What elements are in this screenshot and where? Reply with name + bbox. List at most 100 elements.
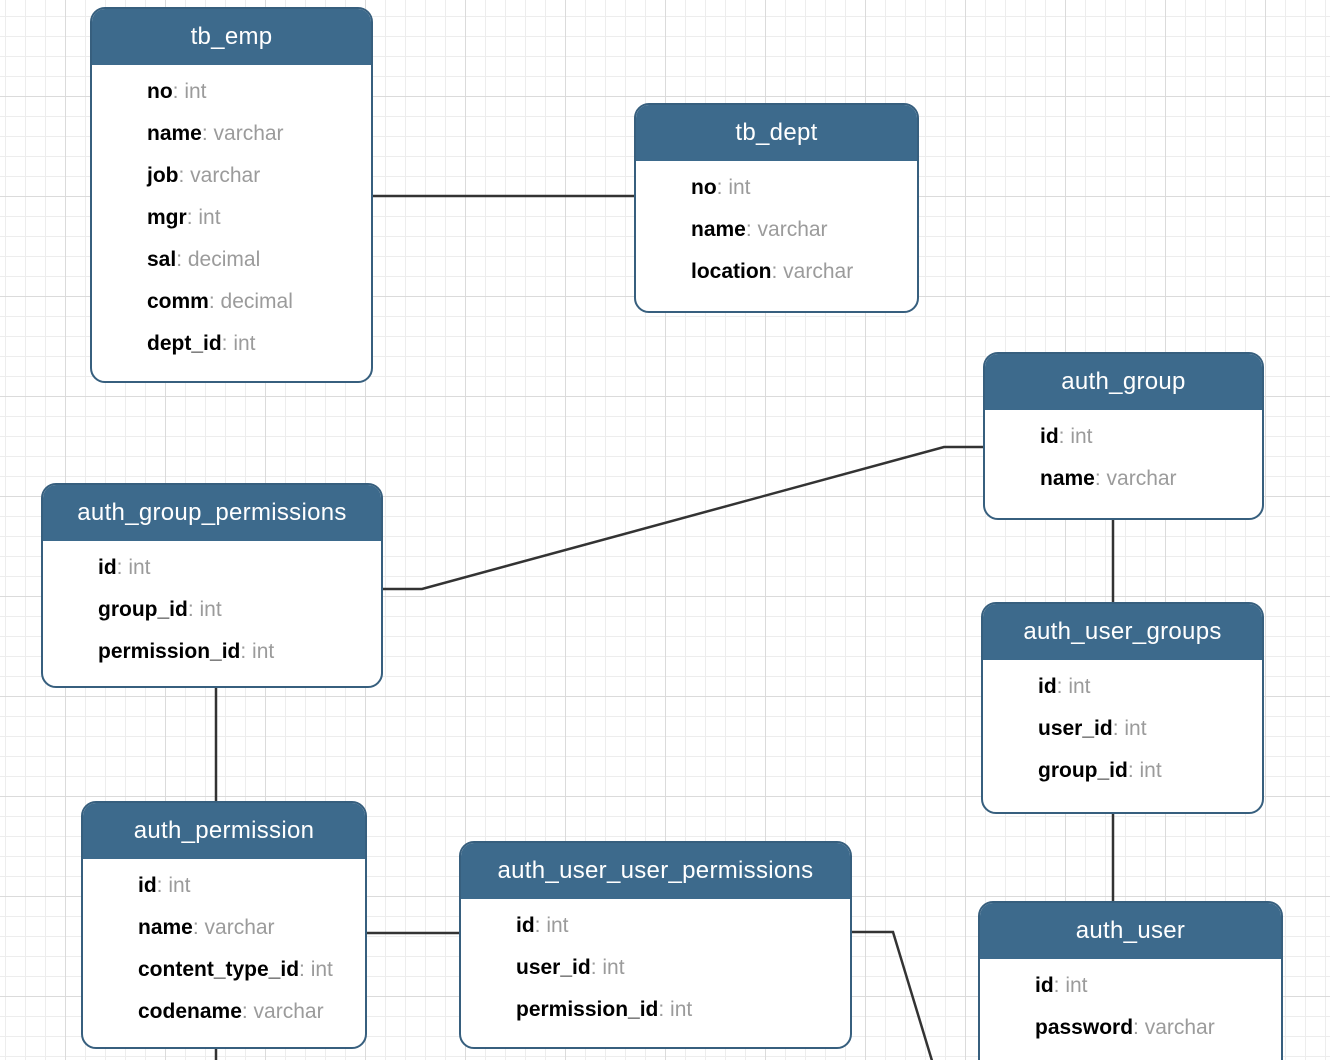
- field-type: : int: [240, 640, 275, 663]
- field-name: id: [98, 556, 117, 579]
- field-row-id: id: int: [138, 865, 357, 907]
- field-type: : decimal: [176, 248, 261, 271]
- field-name: id: [516, 914, 535, 937]
- connector-auth_user_user_permissions-to-offscreen-bottom: [852, 930, 934, 1060]
- field-name: id: [1035, 974, 1054, 997]
- field-type: : int: [187, 598, 222, 621]
- field-row-no: no: int: [147, 71, 363, 113]
- field-name: name: [691, 218, 746, 241]
- field-row-codename: codename: varchar: [138, 991, 357, 1033]
- field-name: password: [1035, 1016, 1134, 1039]
- field-type: : int: [156, 874, 191, 897]
- field-name: name: [138, 916, 193, 939]
- field-row-id: id: int: [516, 905, 842, 947]
- field-row-dept_id: dept_id: int: [147, 323, 363, 365]
- field-row-id: id: int: [1040, 416, 1254, 458]
- field-type: : varchar: [1133, 1016, 1215, 1039]
- field-name: location: [691, 260, 772, 283]
- field-type: : varchar: [192, 916, 275, 939]
- field-row-job: job: varchar: [147, 155, 363, 197]
- field-type: : int: [1112, 717, 1147, 740]
- field-name: codename: [138, 1000, 242, 1023]
- field-name: dept_id: [147, 332, 222, 355]
- table-title-auth_group: auth_group: [985, 354, 1262, 410]
- field-type: : int: [1058, 425, 1093, 448]
- field-type: : varchar: [201, 122, 284, 145]
- field-name: sal: [147, 248, 177, 271]
- field-name: permission_id: [516, 998, 659, 1021]
- field-row-password: password: varchar: [1035, 1007, 1273, 1049]
- field-row-content_type_id: content_type_id: int: [138, 949, 357, 991]
- field-type: : int: [658, 998, 693, 1021]
- field-name: group_id: [98, 598, 188, 621]
- field-type: : int: [221, 332, 256, 355]
- field-name: job: [147, 164, 179, 187]
- field-row-user_id: user_id: int: [516, 947, 842, 989]
- field-name: user_id: [1038, 717, 1113, 740]
- field-row-group_id: group_id: int: [1038, 750, 1254, 792]
- field-type: : int: [299, 958, 333, 981]
- field-name: id: [1040, 425, 1059, 448]
- field-row-id: id: int: [98, 547, 373, 589]
- field-type: : decimal: [208, 290, 293, 313]
- field-type: : varchar: [1094, 467, 1177, 490]
- table-title-auth_user: auth_user: [980, 903, 1281, 959]
- field-type: : int: [116, 556, 151, 579]
- field-row-name: name: varchar: [691, 209, 909, 251]
- table-title-auth_user_groups: auth_user_groups: [983, 604, 1262, 660]
- field-row-last_login: last_login: datetime: [1035, 1049, 1273, 1060]
- table-title-auth_user_user_permissions: auth_user_user_permissions: [461, 843, 850, 899]
- field-type: : varchar: [178, 164, 261, 187]
- field-row-sal: sal: decimal: [147, 239, 363, 281]
- field-type: : int: [590, 956, 625, 979]
- connector-auth_group_permissions-to-auth_group: [383, 445, 983, 591]
- field-row-location: location: varchar: [691, 251, 909, 293]
- field-row-name: name: varchar: [147, 113, 363, 155]
- field-row-permission_id: permission_id: int: [98, 631, 373, 673]
- field-name: no: [147, 80, 173, 103]
- field-row-permission_id: permission_id: int: [516, 989, 842, 1031]
- field-row-mgr: mgr: int: [147, 197, 363, 239]
- table-title-tb_emp: tb_emp: [92, 9, 371, 65]
- field-row-name: name: varchar: [138, 907, 357, 949]
- field-name: mgr: [147, 206, 187, 229]
- field-type: : int: [716, 176, 751, 199]
- field-row-comm: comm: decimal: [147, 281, 363, 323]
- field-type: : int: [534, 914, 569, 937]
- field-row-name: name: varchar: [1040, 458, 1254, 500]
- field-name: content_type_id: [138, 958, 300, 981]
- field-type: : datetime: [1133, 1058, 1225, 1060]
- field-row-user_id: user_id: int: [1038, 708, 1254, 750]
- field-name: id: [138, 874, 157, 897]
- field-name: permission_id: [98, 640, 241, 663]
- field-row-group_id: group_id: int: [98, 589, 373, 631]
- field-type: : int: [172, 80, 207, 103]
- field-name: name: [1040, 467, 1095, 490]
- field-type: : int: [1053, 974, 1088, 997]
- field-row-id: id: int: [1038, 666, 1254, 708]
- field-type: : varchar: [241, 1000, 324, 1023]
- table-title-tb_dept: tb_dept: [636, 105, 917, 161]
- field-name: no: [691, 176, 717, 199]
- field-name: group_id: [1038, 759, 1128, 782]
- field-type: : varchar: [745, 218, 828, 241]
- field-type: : varchar: [771, 260, 854, 283]
- field-type: : int: [1056, 675, 1091, 698]
- table-title-auth_permission: auth_permission: [83, 803, 365, 859]
- field-name: id: [1038, 675, 1057, 698]
